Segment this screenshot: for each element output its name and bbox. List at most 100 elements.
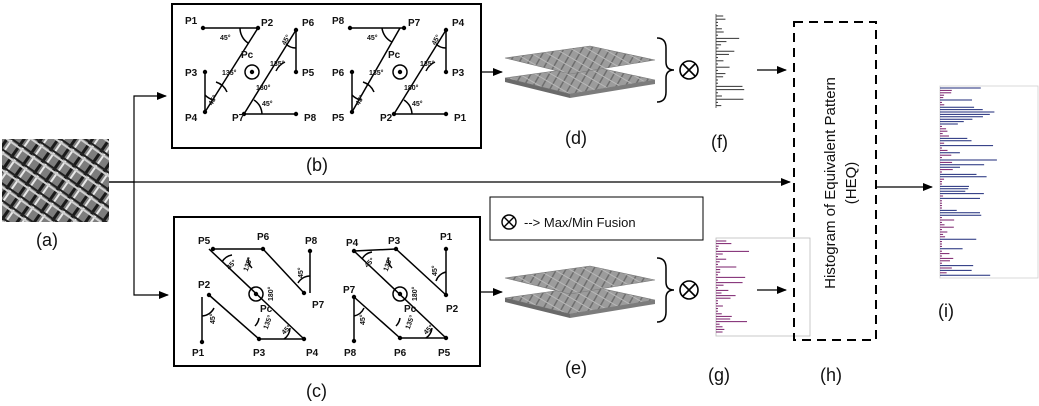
svg-text:Pc: Pc — [404, 304, 417, 315]
label-e: (e) — [565, 358, 587, 378]
svg-text:135°: 135° — [404, 314, 417, 331]
pattern-b2 — [350, 27, 447, 115]
svg-text:P4: P4 — [346, 238, 359, 249]
svg-text:Pc: Pc — [388, 50, 401, 61]
svg-text:45°: 45° — [430, 33, 442, 46]
heq-abbrev: (HEQ) — [843, 162, 860, 205]
svg-text:P1: P1 — [454, 113, 467, 124]
svg-text:45°: 45° — [207, 93, 219, 106]
svg-text:P4: P4 — [306, 348, 319, 359]
svg-text:P2: P2 — [198, 280, 211, 291]
svg-text:P6: P6 — [302, 18, 315, 29]
svg-text:P5: P5 — [332, 113, 345, 124]
histogram-g — [715, 237, 811, 337]
svg-text:P5: P5 — [302, 68, 315, 79]
otimes-fusion-icon-d — [679, 60, 699, 80]
pattern-c1-points — [199, 246, 313, 345]
label-f: (f) — [711, 132, 728, 152]
svg-text:45°: 45° — [354, 93, 366, 106]
branch-connectors — [109, 92, 791, 299]
svg-text:45°: 45° — [412, 100, 423, 108]
svg-text:P2: P2 — [380, 113, 393, 124]
svg-text:P3: P3 — [185, 68, 198, 79]
svg-text:45°: 45° — [359, 314, 367, 325]
svg-text:Pc: Pc — [241, 50, 254, 61]
layered-maps-d — [504, 45, 656, 98]
pattern-b1-labels: P1 P2 P6 P3 Pc P5 P4 P7 P8 45° 45° 45° 4… — [185, 16, 317, 124]
svg-text:45°: 45° — [209, 313, 217, 324]
svg-text:135°: 135° — [242, 256, 255, 273]
svg-text:45°: 45° — [297, 267, 305, 278]
svg-text:45°: 45° — [225, 258, 238, 271]
svg-text:P4: P4 — [452, 18, 465, 29]
otimes-fusion-icon-e — [679, 280, 699, 300]
heq-title: Histogram of Equivalent Pattern — [822, 77, 839, 289]
svg-text:180°: 180° — [404, 84, 419, 92]
svg-text:45°: 45° — [280, 33, 292, 46]
svg-text:P6: P6 — [257, 232, 270, 243]
svg-text:P3: P3 — [388, 236, 401, 247]
svg-text:P1: P1 — [185, 16, 198, 27]
svg-text:45°: 45° — [262, 100, 273, 108]
otimes-fusion-icon-legend — [501, 214, 517, 230]
fusion-legend-box — [489, 196, 704, 241]
svg-text:P7: P7 — [312, 300, 325, 311]
svg-text:P8: P8 — [304, 113, 317, 124]
svg-text:P7: P7 — [343, 285, 356, 296]
svg-text:45°: 45° — [363, 256, 376, 269]
svg-text:P8: P8 — [305, 236, 318, 247]
svg-text:45°: 45° — [220, 34, 231, 42]
svg-text:P7: P7 — [232, 113, 245, 124]
pattern-b1 — [203, 27, 297, 115]
svg-text:P8: P8 — [332, 16, 345, 27]
pattern-box-b — [171, 3, 482, 149]
heq-box — [793, 21, 877, 341]
svg-text:135°: 135° — [369, 69, 384, 77]
svg-text:180°: 180° — [267, 286, 275, 301]
svg-text:45°: 45° — [431, 265, 439, 276]
brace-d — [656, 37, 675, 103]
svg-text:Pc: Pc — [260, 304, 273, 315]
label-d: (d) — [565, 128, 587, 148]
brace-e — [656, 257, 675, 323]
arrows-to-maps — [481, 68, 503, 296]
pattern-b2-points — [347, 25, 449, 117]
label-b: (b) — [306, 155, 328, 175]
svg-text:180°: 180° — [256, 84, 271, 92]
svg-text:P6: P6 — [332, 68, 345, 79]
svg-text:P2: P2 — [446, 304, 459, 315]
svg-text:P2: P2 — [261, 18, 274, 29]
svg-text:P8: P8 — [344, 348, 357, 359]
label-h: (h) — [820, 365, 842, 385]
svg-text:135°: 135° — [420, 60, 435, 68]
pattern-c2-points — [351, 246, 449, 344]
svg-text:180°: 180° — [411, 286, 419, 301]
svg-text:P1: P1 — [192, 348, 205, 359]
svg-text:135°: 135° — [382, 256, 395, 273]
svg-text:135°: 135° — [270, 60, 285, 68]
svg-text:45°: 45° — [280, 323, 293, 336]
svg-text:P1: P1 — [440, 232, 453, 243]
label-c: (c) — [306, 381, 327, 401]
arrows-to-heq — [757, 66, 787, 294]
svg-text:P7: P7 — [408, 18, 421, 29]
svg-text:P5: P5 — [198, 236, 211, 247]
fusion-legend-text: --> Max/Min Fusion — [524, 215, 636, 230]
svg-text:P4: P4 — [185, 113, 198, 124]
label-i: (i) — [938, 301, 954, 321]
svg-text:P6: P6 — [394, 348, 407, 359]
histogram-i — [939, 85, 1039, 279]
pattern-box-c — [173, 216, 481, 367]
input-texture-image — [2, 139, 109, 222]
pattern-b1-points — [200, 25, 299, 117]
svg-text:P3: P3 — [253, 348, 266, 359]
svg-text:135°: 135° — [222, 69, 237, 77]
layered-maps-e — [504, 265, 656, 318]
label-a: (a) — [36, 230, 58, 250]
svg-text:P3: P3 — [452, 68, 465, 79]
label-g: (g) — [708, 365, 730, 385]
histogram-f — [715, 14, 745, 108]
svg-text:P5: P5 — [438, 348, 451, 359]
svg-text:135°: 135° — [262, 314, 275, 331]
